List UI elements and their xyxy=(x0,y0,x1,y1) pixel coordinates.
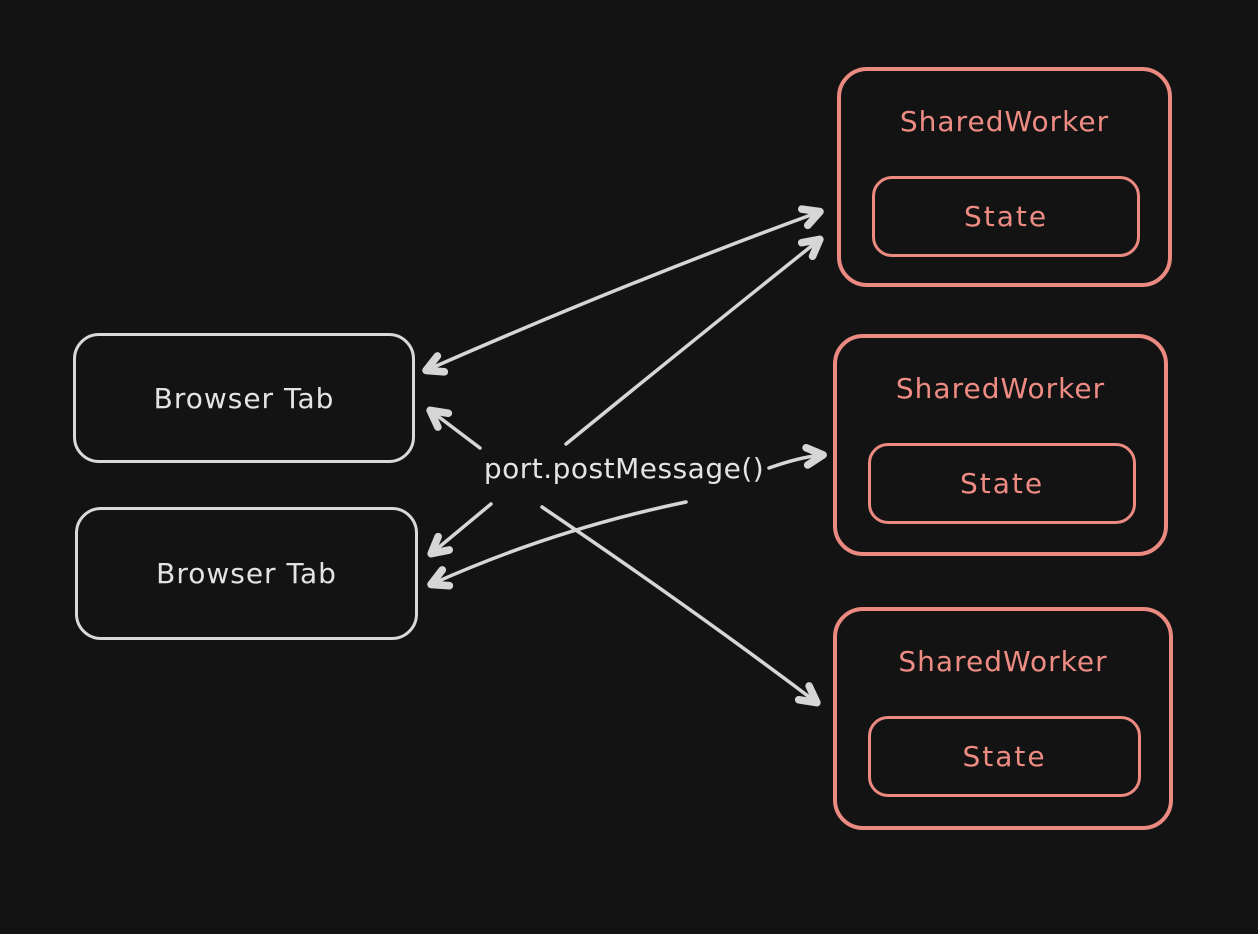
state-label: State xyxy=(962,740,1047,773)
browser-tab-node: Browser Tab xyxy=(75,507,418,640)
arrow-tab1-worker1-bidirectional xyxy=(422,205,824,376)
shared-worker-node: SharedWorker State xyxy=(837,67,1172,287)
arrow-center-to-worker1 xyxy=(564,235,824,446)
shared-worker-label: SharedWorker xyxy=(895,372,1106,405)
browser-tab-node: Browser Tab xyxy=(73,333,415,463)
arrow-center-to-tab2-lower xyxy=(427,500,688,590)
state-label: State xyxy=(959,467,1045,500)
arrow-center-to-tab1 xyxy=(426,406,482,450)
state-label: State xyxy=(963,200,1049,233)
state-node: State xyxy=(868,716,1141,797)
state-node: State xyxy=(872,176,1140,257)
state-node: State xyxy=(868,443,1136,524)
shared-worker-node: SharedWorker State xyxy=(833,334,1168,556)
browser-tab-label: Browser Tab xyxy=(156,557,337,590)
arrow-center-to-worker2 xyxy=(767,443,827,470)
arrow-center-to-worker3 xyxy=(540,505,821,707)
shared-worker-node: SharedWorker State xyxy=(833,607,1173,830)
port-postmessage-label: port.postMessage() xyxy=(483,452,765,485)
arrow-center-to-tab2-upper xyxy=(427,502,493,558)
shared-worker-label: SharedWorker xyxy=(899,105,1110,138)
shared-worker-label: SharedWorker xyxy=(898,645,1108,678)
browser-tab-label: Browser Tab xyxy=(153,381,335,415)
